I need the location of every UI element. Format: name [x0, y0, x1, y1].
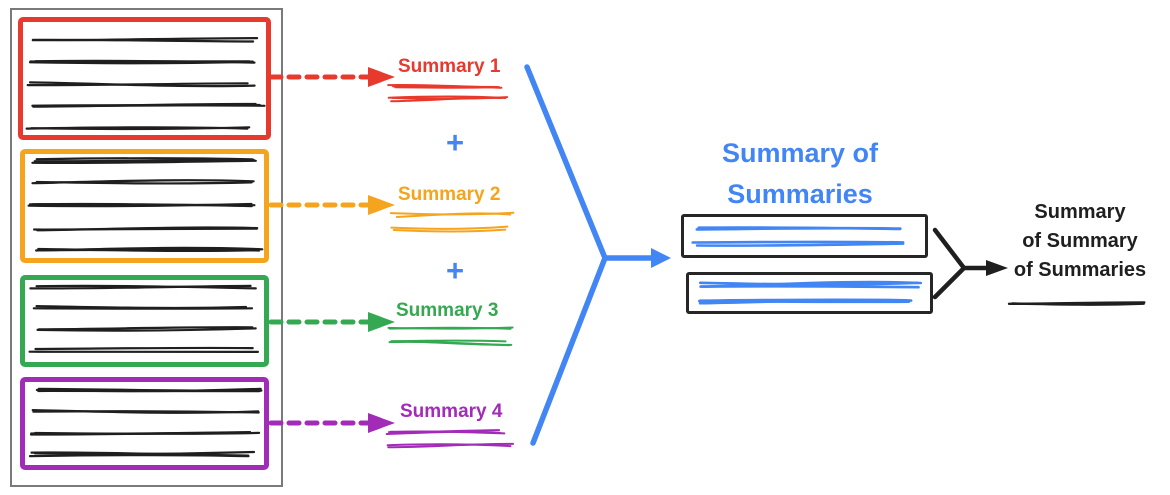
summary-of-summaries-title: Summary of Summaries [700, 133, 900, 215]
dashed-arrow-1-icon [268, 67, 395, 87]
document-3-text-scribble [28, 284, 259, 354]
final-summary-label-line-1: Summary [1034, 201, 1126, 223]
summary-4-label: Summary 4 [400, 401, 503, 422]
summary-of-summaries-title-line-2: Summaries [727, 179, 873, 209]
summary-of-summaries-title-line-1: Summary of [721, 138, 879, 168]
plus-sign-1: + [445, 125, 465, 160]
summary-3-scribble [387, 326, 514, 347]
summary-4-scribble [385, 429, 515, 449]
final-summary-label-line-3: of Summaries [1013, 259, 1147, 281]
document-box-4 [20, 377, 269, 470]
summary-3-label: Summary 3 [396, 300, 499, 321]
final-summary-scribble [1007, 301, 1146, 306]
summary-2-scribble [389, 211, 515, 233]
document-box-2 [20, 149, 269, 263]
summary-of-summaries-box-2 [686, 272, 933, 314]
dashed-arrow-2-icon [268, 195, 395, 215]
summary-2-label: Summary 2 [398, 184, 501, 205]
summary-1-scribble [387, 83, 509, 103]
summary-of-summaries-scribble-1 [691, 226, 905, 247]
document-4-text-scribble [28, 387, 263, 458]
document-1-text-scribble [25, 37, 266, 131]
document-2-text-scribble [27, 157, 264, 253]
final-combine-arrow-icon [932, 227, 1008, 300]
summary-of-summaries-box-1 [681, 214, 928, 258]
document-box-3 [20, 275, 269, 367]
combine-summaries-arrow-icon [524, 64, 671, 446]
plus-sign-2: + [445, 253, 465, 288]
dashed-arrow-3-icon [268, 312, 395, 332]
summary-1-label: Summary 1 [398, 56, 501, 77]
document-box-1 [18, 17, 271, 140]
summary-of-summaries-scribble-2 [698, 280, 923, 305]
dashed-arrow-4-icon [268, 413, 395, 433]
final-summary-label: Summary of Summary of Summaries [1005, 198, 1155, 285]
final-summary-label-line-2: of Summary [1022, 230, 1138, 252]
